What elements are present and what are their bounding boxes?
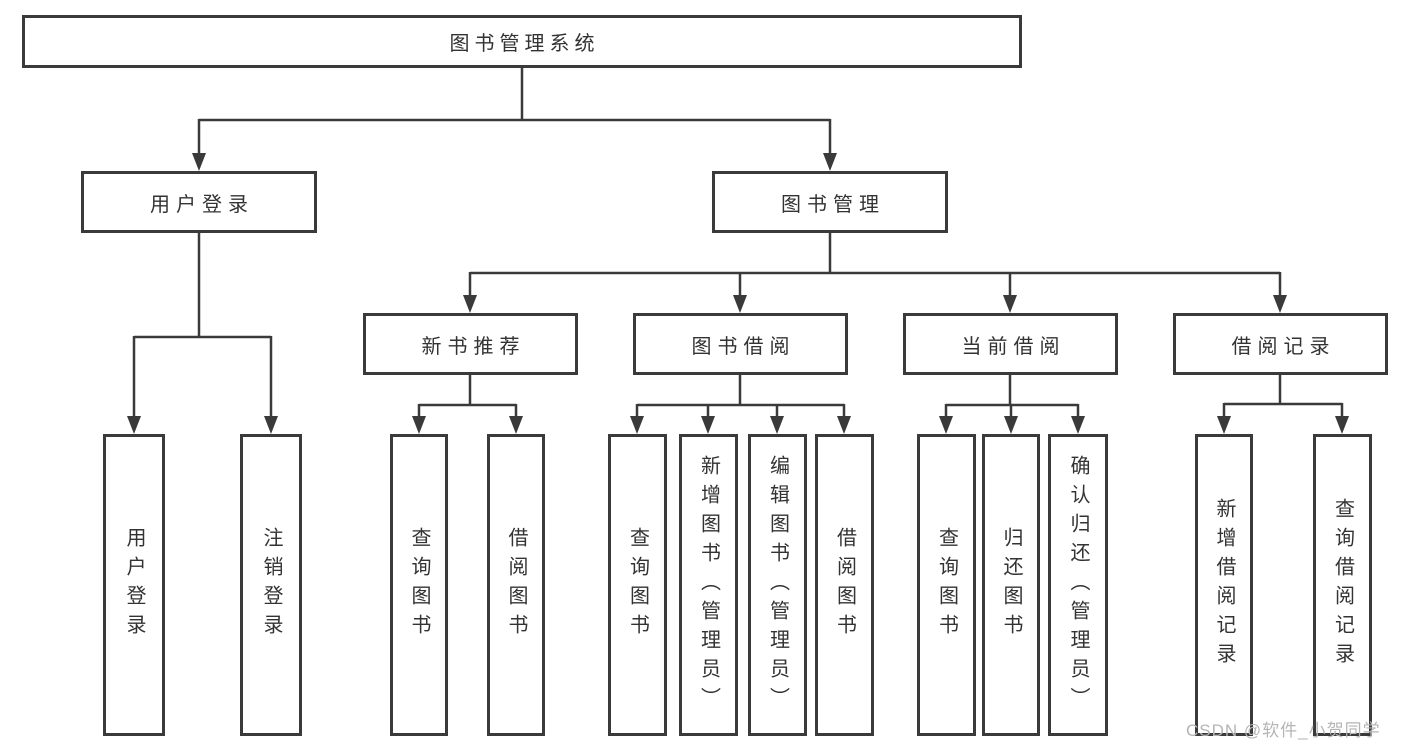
leaf-query-books-recommend-label: 查询图书 <box>408 527 430 643</box>
leaf-edit-book-admin: 编辑图书（管理员） <box>748 434 807 736</box>
leaf-borrow-books-recommend: 借阅图书 <box>487 434 545 736</box>
leaf-query-borrow-record: 查询借阅记录 <box>1313 434 1372 736</box>
leaf-query-borrow-record-label: 查询借阅记录 <box>1331 498 1354 672</box>
leaf-edit-book-admin-label: 编辑图书（管理员） <box>766 454 789 716</box>
node-user-login-label: 用户登录 <box>150 193 254 216</box>
leaf-user-login: 用户登录 <box>103 434 165 736</box>
node-current-borrowing: 当前借阅 <box>903 313 1118 375</box>
node-new-book-recommend: 新书推荐 <box>363 313 578 375</box>
leaf-query-books-current: 查询图书 <box>917 434 976 736</box>
leaf-add-book-admin-label: 新增图书（管理员） <box>697 454 720 716</box>
leaf-borrow-books-label: 借阅图书 <box>833 527 856 643</box>
leaf-query-books-current-label: 查询图书 <box>935 527 958 643</box>
csdn-watermark: CSDN @软件_小贺同学 <box>1186 721 1381 740</box>
leaf-borrow-books: 借阅图书 <box>815 434 874 736</box>
root-node-library-system: 图书管理系统 <box>22 15 1022 68</box>
node-new-book-recommend-label: 新书推荐 <box>421 335 526 358</box>
leaf-add-borrow-record-label: 新增借阅记录 <box>1213 498 1235 672</box>
leaf-logout: 注销登录 <box>240 434 302 736</box>
leaf-return-book-label: 归还图书 <box>1000 527 1022 643</box>
leaf-return-book: 归还图书 <box>982 434 1040 736</box>
leaf-logout-label: 注销登录 <box>260 527 282 643</box>
root-node-label: 图书管理系统 <box>449 33 600 55</box>
node-current-borrowing-label: 当前借阅 <box>961 335 1066 358</box>
node-book-management: 图书管理 <box>712 171 948 233</box>
leaf-query-books-recommend: 查询图书 <box>390 434 448 736</box>
node-book-borrowing: 图书借阅 <box>633 313 848 375</box>
leaf-add-borrow-record: 新增借阅记录 <box>1195 434 1253 736</box>
leaf-add-book-admin: 新增图书（管理员） <box>679 434 738 736</box>
leaf-query-books-borrow: 查询图书 <box>608 434 667 736</box>
node-book-management-label: 图书管理 <box>781 193 885 216</box>
leaf-confirm-return-admin-label: 确认归还（管理员） <box>1067 454 1089 716</box>
arrowheads <box>127 153 1349 434</box>
node-borrowing-records: 借阅记录 <box>1173 313 1388 375</box>
node-user-login: 用户登录 <box>81 171 317 233</box>
leaf-borrow-books-recommend-label: 借阅图书 <box>505 527 527 643</box>
leaf-query-books-borrow-label: 查询图书 <box>626 527 649 643</box>
node-book-borrowing-label: 图书借阅 <box>691 335 796 358</box>
leaf-user-login-label: 用户登录 <box>123 527 145 643</box>
node-borrowing-records-label: 借阅记录 <box>1231 335 1336 358</box>
leaf-confirm-return-admin: 确认归还（管理员） <box>1048 434 1108 736</box>
